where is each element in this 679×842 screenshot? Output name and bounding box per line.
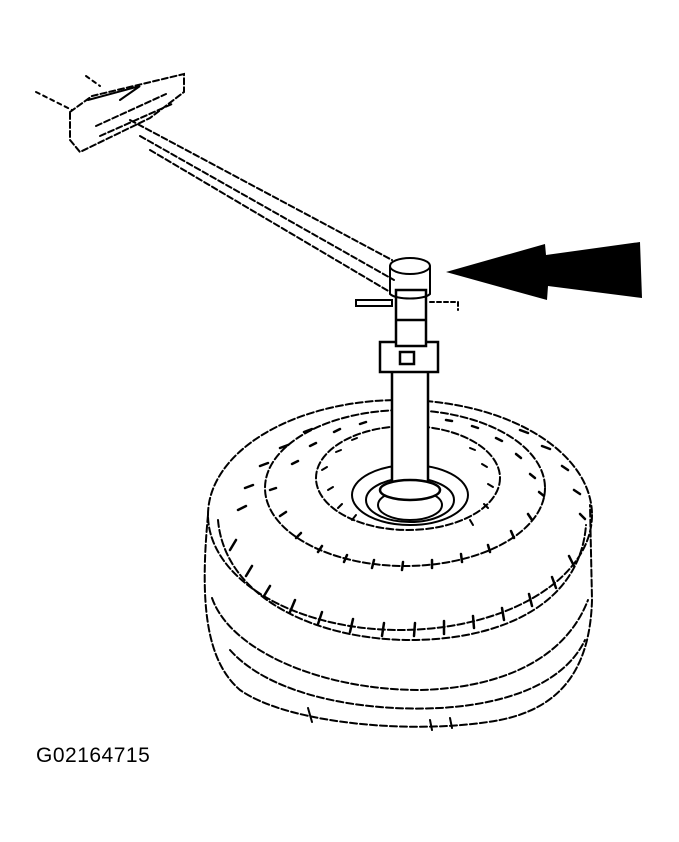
outer-slot (316, 610, 324, 626)
tool-handle-grip (87, 85, 141, 101)
inner-slot (486, 543, 492, 554)
inner-slot (278, 510, 288, 518)
inner-slot (528, 472, 537, 480)
converter-base-ring (229, 639, 586, 710)
outer-slot (244, 564, 254, 578)
outer-slot (500, 606, 506, 622)
converter-inner-rim (217, 519, 587, 642)
inner-slot (342, 553, 349, 564)
converter-outer-side (203, 504, 594, 728)
figure-code: G02164715 (36, 744, 151, 767)
inner-slot (459, 552, 464, 564)
outer-slot (560, 464, 570, 472)
outer-slot (380, 621, 386, 638)
callout-arrow (446, 242, 642, 300)
shaft-notch (398, 350, 416, 366)
inner-slot (290, 459, 300, 466)
outer-slot (288, 598, 297, 614)
hub-vane (335, 449, 342, 453)
outer-slot (518, 428, 530, 435)
outer-slot (412, 621, 417, 638)
hub-vane (469, 519, 474, 526)
hub-vane (351, 514, 357, 521)
tool-pin-end (429, 301, 459, 311)
tool-rod (129, 119, 395, 293)
inner-slot (514, 452, 523, 460)
hub-vane (327, 486, 334, 491)
input-shaft (378, 288, 442, 502)
outer-slot (550, 575, 558, 590)
inner-slot (470, 424, 480, 430)
tool-pin (355, 299, 393, 307)
tool-head (389, 265, 431, 300)
hub-vane (481, 463, 488, 468)
hub-vane-ring (321, 437, 494, 526)
outer-slot (578, 512, 587, 521)
inner-slot (358, 420, 368, 426)
outer-slot (243, 483, 255, 490)
outer-slot (302, 427, 314, 434)
outer-slot (348, 617, 355, 634)
inner-slot (400, 560, 405, 572)
outer-slot (228, 538, 238, 552)
inner-slot (494, 436, 504, 443)
inner-slot (308, 441, 318, 448)
t-handle-tool-icon (35, 72, 459, 311)
hub-vane (351, 437, 358, 441)
inner-slot (370, 558, 376, 570)
outer-slot (471, 614, 476, 630)
hub-vane (487, 483, 494, 488)
inner-slot (444, 418, 454, 423)
hub-vane (483, 503, 489, 509)
hub-vane (321, 466, 328, 471)
outer-slot (278, 443, 290, 450)
inner-slot (268, 486, 278, 492)
tool-axis-line (35, 75, 101, 111)
outer-slot (258, 461, 270, 468)
outer-slot (236, 504, 248, 512)
tool-head-top (389, 257, 431, 275)
converter-foot (307, 707, 453, 731)
shaft-collar-base (378, 478, 442, 502)
tool-handle-slot (95, 93, 173, 137)
callout-arrow-icon (446, 242, 642, 300)
inner-slot (526, 512, 534, 522)
inner-slot (316, 544, 324, 554)
inner-slot (294, 531, 303, 540)
hub-vane (337, 503, 343, 509)
tool-handle (69, 72, 185, 154)
shaft-body (390, 358, 430, 497)
outer-slot (567, 554, 576, 568)
outer-slot (540, 444, 552, 451)
converter-lower-band (211, 597, 589, 692)
inner-slot (509, 529, 516, 540)
inner-slot (537, 490, 546, 498)
outer-slot (262, 584, 272, 598)
inner-slot-ring (268, 418, 546, 572)
inner-slot (332, 427, 342, 434)
outer-slot (527, 592, 534, 608)
outer-slot-ring (228, 427, 587, 638)
hub-vane (469, 447, 476, 451)
outer-slot (572, 488, 582, 496)
